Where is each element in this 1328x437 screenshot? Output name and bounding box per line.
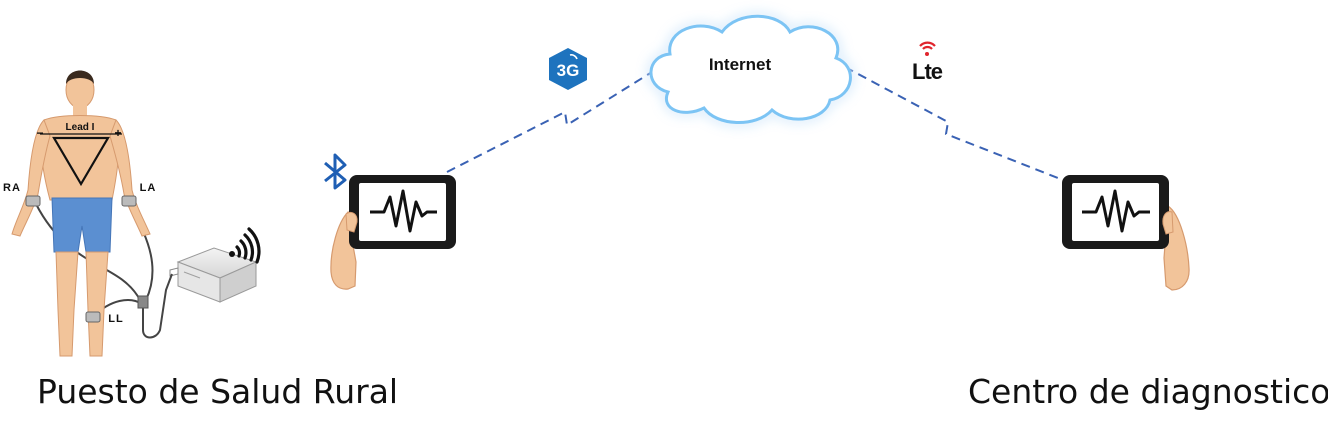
badge-lte-label: Lte — [912, 59, 943, 84]
link-right — [844, 66, 1064, 181]
wifi-signal-icon — [229, 227, 261, 264]
electrode-la — [121, 195, 137, 207]
lead-minus: − — [36, 126, 43, 140]
bluetooth-icon — [324, 153, 347, 190]
caption-diagnostic-center: Centro de diagnostico — [968, 372, 1328, 411]
ecg-wave-icon — [1082, 189, 1150, 233]
network-links — [446, 66, 1064, 181]
electrode-ll — [85, 311, 101, 323]
internet-label: Internet — [709, 55, 772, 74]
badge-lte: Lte — [912, 41, 944, 84]
electrode-ra — [25, 195, 41, 207]
ecg-wave-icon — [370, 189, 437, 233]
electrode-ra-label: RA — [3, 182, 21, 194]
ecg-device — [169, 227, 261, 303]
electrode-ll-label: LL — [108, 313, 123, 325]
tablet-right — [1062, 175, 1190, 291]
lead-i-label: Lead I — [66, 122, 95, 133]
electrode-la-label: LA — [140, 182, 157, 194]
badge-3g-label: 3G — [557, 61, 580, 80]
patient-figure: Lead I − + RA LA LL — [3, 70, 157, 357]
tablet-left — [330, 175, 456, 290]
caption-rural-post: Puesto de Salud Rural — [37, 372, 399, 411]
link-left — [446, 66, 661, 173]
lte-signal-icon — [919, 41, 936, 56]
badge-3g: 3G — [549, 48, 587, 90]
lead-plus: + — [114, 126, 121, 140]
internet-cloud: Internet — [649, 14, 852, 124]
